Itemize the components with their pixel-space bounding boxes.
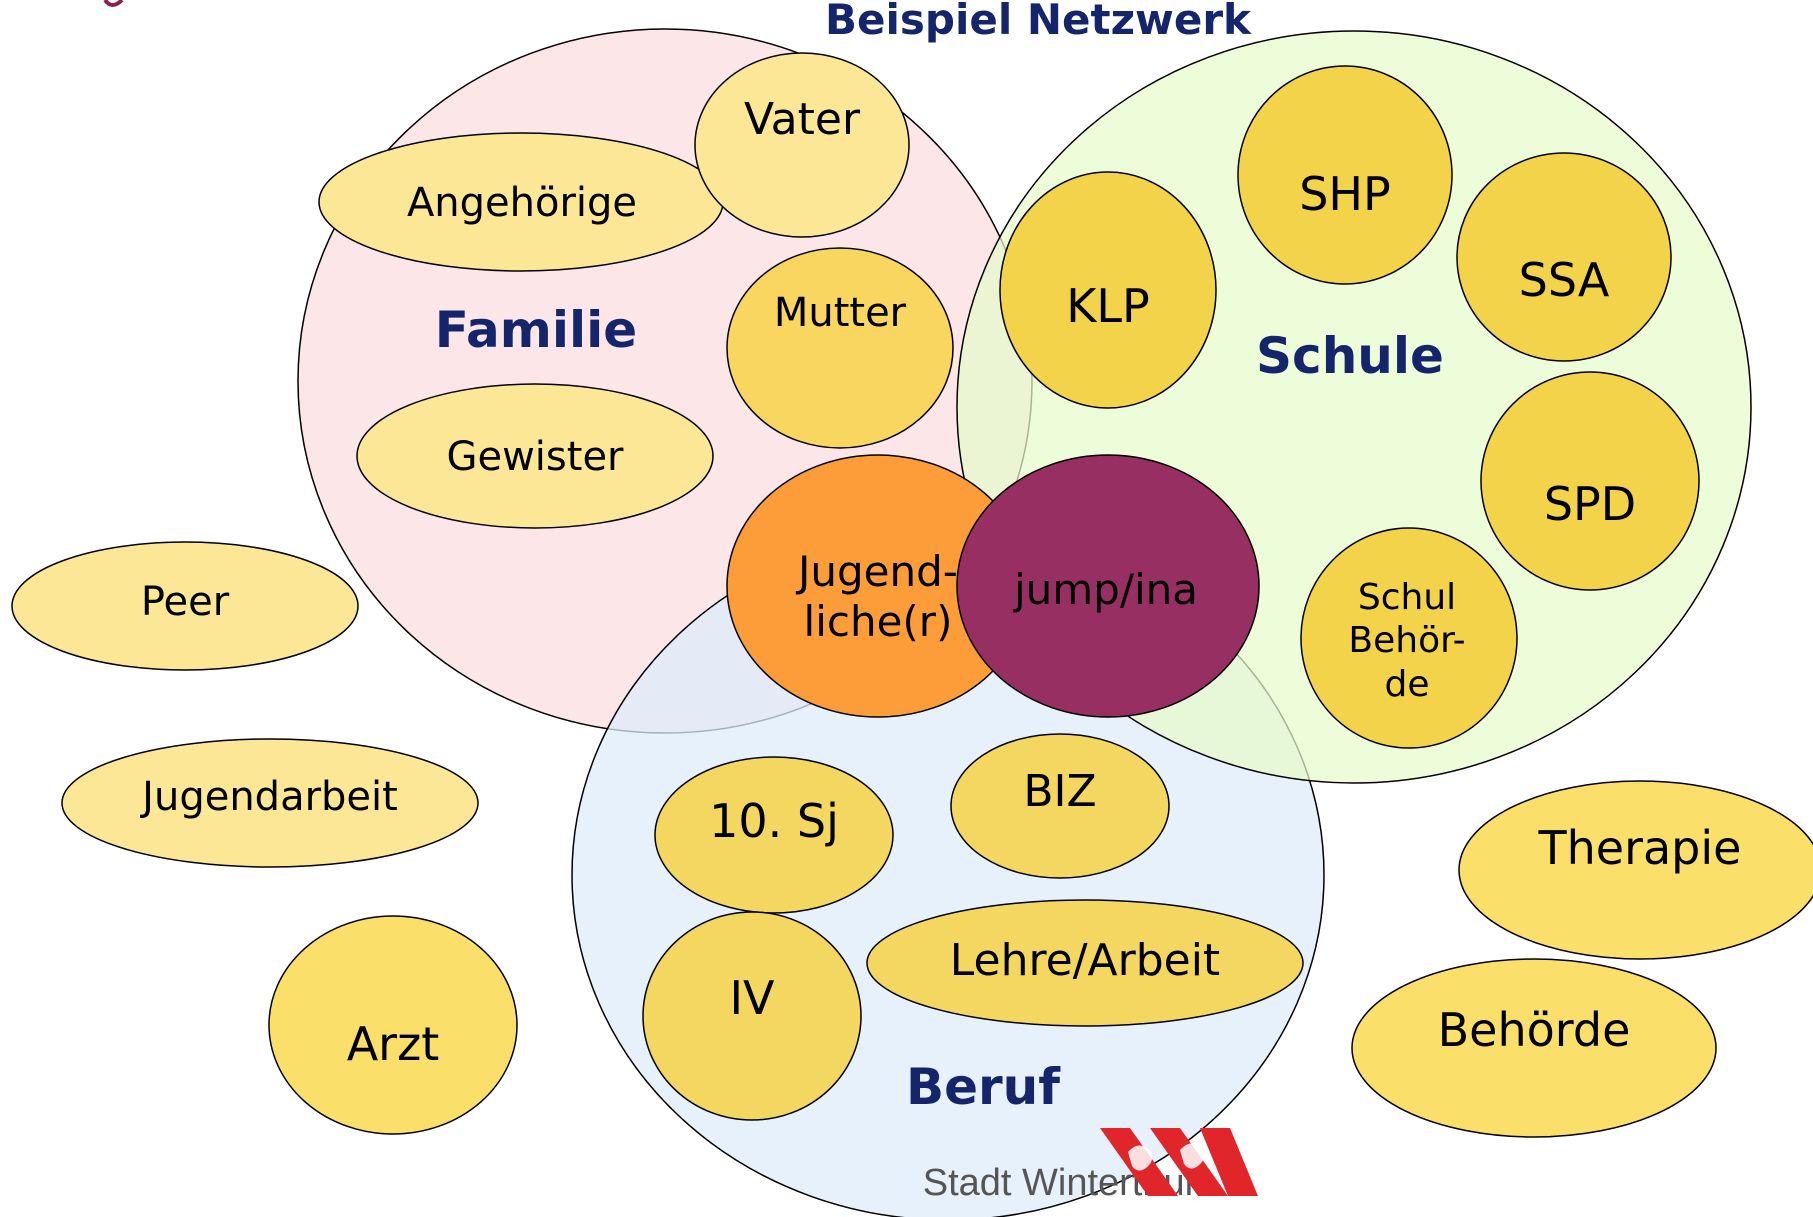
peer-label: Peer bbox=[141, 579, 230, 625]
spd-label: SPD bbox=[1544, 477, 1636, 531]
biz-node bbox=[950, 733, 1170, 879]
lion-emblem-right-icon bbox=[1180, 1143, 1205, 1169]
behoerde-node bbox=[1351, 958, 1717, 1138]
schulbehoerde-label-line3: de bbox=[1385, 664, 1430, 705]
partial-logo-mark bbox=[103, 0, 124, 7]
iv-label: IV bbox=[729, 971, 775, 1025]
biz-label: BIZ bbox=[1023, 766, 1096, 817]
diagram-title: Beispiel Netzwerk bbox=[825, 0, 1252, 44]
klp-label: KLP bbox=[1066, 279, 1150, 333]
schulbehoerde-label-line1: Schul bbox=[1358, 577, 1456, 618]
schulbehoerde-node bbox=[1300, 527, 1518, 749]
schule-label: Schule bbox=[1256, 327, 1444, 385]
lehre-label: Lehre/Arbeit bbox=[950, 935, 1220, 986]
schulbehoerde-label-line2: Behör- bbox=[1348, 620, 1465, 661]
shp-node bbox=[1237, 65, 1453, 285]
jugendliche-label-line2: liche(r) bbox=[804, 597, 953, 646]
logo-stripe-3 bbox=[1200, 1128, 1258, 1196]
beruf-label: Beruf bbox=[906, 1058, 1061, 1116]
spd-node bbox=[1480, 371, 1700, 591]
ssa-node bbox=[1456, 152, 1672, 362]
lion-emblem-left-icon bbox=[1128, 1145, 1153, 1171]
arzt-label: Arzt bbox=[347, 1017, 440, 1071]
gewister-node bbox=[356, 383, 714, 529]
gewister-label: Gewister bbox=[446, 434, 624, 480]
vater-label: Vater bbox=[744, 94, 861, 145]
jump-ina-label: jump/ina bbox=[1013, 565, 1198, 614]
shp-label: SHP bbox=[1299, 167, 1391, 221]
klp-node bbox=[999, 171, 1217, 409]
jugendliche-label-line1: Jugend- bbox=[795, 547, 958, 596]
jugendarbeit-node bbox=[61, 738, 479, 868]
behoerde-label: Behörde bbox=[1438, 1003, 1631, 1057]
angehoerige-label: Angehörige bbox=[407, 180, 637, 226]
mutter-node bbox=[726, 247, 954, 449]
zehn-sj-label: 10. Sj bbox=[709, 794, 839, 848]
lehre-node bbox=[866, 899, 1304, 1027]
familie-label: Familie bbox=[435, 301, 637, 359]
jugendarbeit-label: Jugendarbeit bbox=[139, 774, 398, 820]
therapie-label: Therapie bbox=[1538, 821, 1742, 875]
iv-node bbox=[642, 911, 862, 1121]
therapie-node bbox=[1458, 780, 1813, 960]
ssa-label: SSA bbox=[1519, 253, 1610, 307]
stadt-winterthur-logo: Stadt Winterthur bbox=[923, 1128, 1258, 1204]
jump-ina-node bbox=[956, 454, 1260, 718]
mutter-label: Mutter bbox=[774, 290, 907, 336]
zehn-sj-node bbox=[654, 756, 894, 914]
vater-node bbox=[694, 52, 910, 238]
arzt-node bbox=[268, 915, 518, 1135]
peer-node bbox=[11, 541, 359, 671]
